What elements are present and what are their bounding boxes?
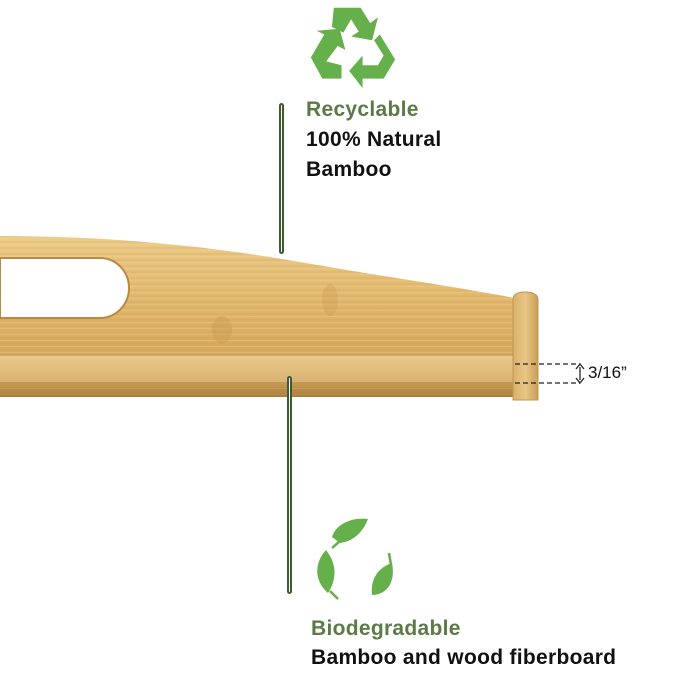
natural-bamboo-line2: Bamboo: [306, 158, 392, 181]
biodegradable-title: Biodegradable: [311, 617, 461, 640]
thickness-measurement-label: 3/16”: [588, 363, 627, 382]
leaves-icon: [310, 515, 405, 605]
recycle-icon: [305, 2, 401, 92]
top-callout-line: [279, 103, 284, 254]
natural-bamboo-line1: 100% Natural: [306, 128, 442, 151]
bottom-callout-line: [287, 376, 292, 594]
recyclable-title: Recyclable: [306, 98, 419, 121]
bamboo-fiberboard-text: Bamboo and wood fiberboard: [311, 646, 617, 669]
